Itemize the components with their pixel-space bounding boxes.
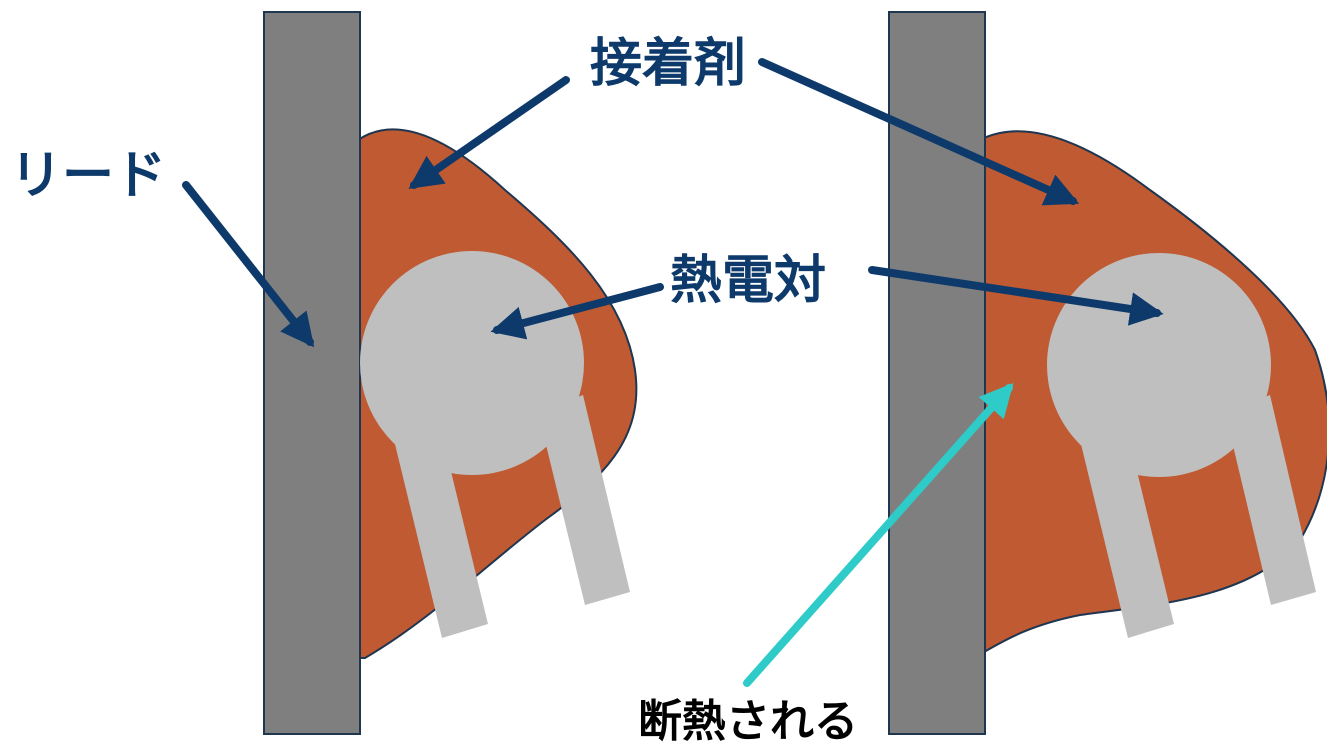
left-thermocouple xyxy=(360,251,630,638)
label-thermocouple: 熱電対 xyxy=(670,251,827,311)
arrow-insulated xyxy=(743,382,1014,687)
arrow-thermocouple-left xyxy=(490,283,664,340)
left-thermocouple-wire-2 xyxy=(538,395,630,605)
left-thermocouple-wire-1 xyxy=(394,426,488,638)
left-thermocouple-junction xyxy=(360,251,584,475)
left-assembly xyxy=(263,11,638,735)
right-thermocouple xyxy=(1047,253,1316,638)
arrow-lead xyxy=(182,181,315,348)
label-lead: リード xyxy=(10,146,167,206)
arrow-thermocouple-right xyxy=(868,266,1164,326)
callout-arrows xyxy=(182,58,1164,687)
arrow-adhesive-left xyxy=(408,76,570,189)
arrow-adhesive-right xyxy=(758,58,1080,206)
right-thermocouple-junction xyxy=(1047,253,1271,477)
right-thermocouple-wire-1 xyxy=(1080,426,1174,638)
right-thermocouple-wire-2 xyxy=(1225,395,1316,605)
left-lead-bar xyxy=(263,11,361,735)
label-adhesive: 接着剤 xyxy=(590,34,747,94)
right-lead-bar xyxy=(888,11,986,735)
right-assembly xyxy=(888,11,1327,735)
label-insulated: 断熱される xyxy=(638,696,858,747)
